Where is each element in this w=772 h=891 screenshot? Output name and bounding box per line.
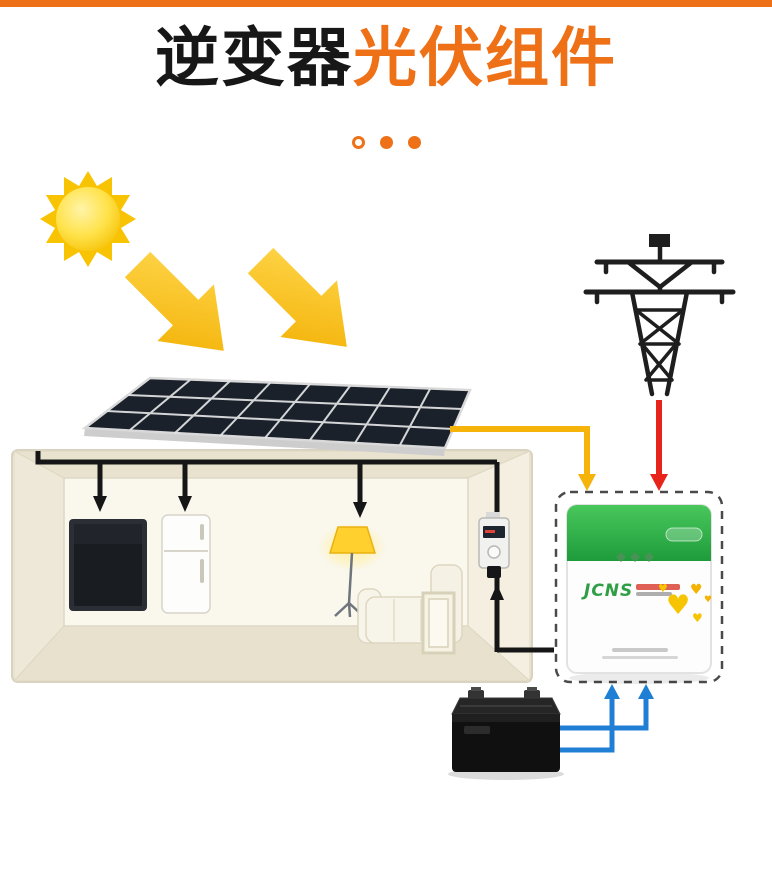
battery — [448, 687, 564, 780]
inverter-label-bar — [612, 648, 668, 652]
battery-front-face — [452, 714, 560, 772]
frame-inner — [428, 598, 449, 648]
tv-screen — [74, 524, 142, 606]
electric-meter — [478, 512, 510, 578]
tower-top-cap — [649, 234, 670, 247]
inverter-badge-pill — [665, 527, 703, 542]
heart-icon: ♥ — [690, 582, 703, 598]
yellow-arrowhead-icon — [578, 474, 596, 491]
top-accent-bar — [0, 0, 772, 7]
battery-wires-blue — [560, 684, 654, 753]
carousel-dot-3[interactable] — [407, 136, 421, 149]
power-tower-icon — [583, 234, 736, 397]
inverter-unit: JCNS ♥ ♥ ♥ ♥ ♥ — [566, 504, 712, 684]
red-arrowhead-icon — [650, 474, 668, 491]
carousel-dot-1[interactable] — [351, 136, 365, 149]
heart-icon: ♥ — [666, 590, 690, 621]
solar-panel-frame-edge — [84, 428, 445, 456]
battery-terminal-cap — [527, 687, 537, 691]
load-wire-arrowheads — [93, 496, 504, 600]
sunlight-arrow-right — [247, 247, 347, 347]
meter-junction — [487, 566, 501, 578]
fridge-handle-top — [200, 524, 204, 540]
inverter-shadow — [569, 672, 709, 684]
meter-mount-tab — [486, 512, 500, 520]
blue-arrowhead-icon — [638, 684, 654, 699]
tv — [69, 519, 147, 611]
inverter-diamond-vents — [616, 552, 654, 562]
logo-subtext-bar-gray — [636, 592, 672, 596]
tv-sheen — [74, 524, 142, 544]
heart-icon: ♥ — [704, 595, 712, 605]
solar-panel-cells — [81, 376, 472, 450]
inverter-label-bar — [602, 656, 678, 659]
meter-dial — [487, 545, 501, 559]
battery-front-strip — [452, 714, 560, 722]
sunlight-arrow-left — [124, 251, 224, 351]
title-orange: 光伏组件 — [353, 22, 617, 96]
inverter-dashed-outline — [554, 490, 724, 684]
inverter-green-panel — [567, 505, 711, 561]
blue-arrowhead-icon — [604, 684, 620, 699]
battery-terminal-cap — [471, 687, 481, 691]
meter-body — [478, 517, 510, 569]
meter-digits — [485, 530, 495, 533]
sun-icon — [40, 171, 136, 267]
pv-wire-yellow — [450, 426, 596, 491]
floor-lamp — [318, 523, 386, 618]
refrigerator — [161, 514, 211, 614]
fridge-handle-bottom — [200, 559, 204, 583]
title-black: 逆变器 — [155, 22, 353, 96]
inverter-brand: JCNS — [581, 581, 633, 601]
logo-subtext-bar-red — [636, 584, 680, 590]
battery-label — [464, 726, 490, 734]
sun-disc — [56, 187, 120, 251]
panel-grid-lines — [106, 379, 463, 446]
fridge-body — [161, 514, 211, 614]
carousel-dot-2[interactable] — [379, 136, 393, 149]
lamp-pole — [347, 552, 354, 604]
grid-wire-red — [650, 400, 668, 491]
mirror-frame — [421, 591, 456, 655]
solar-panel — [81, 376, 472, 456]
page-title: 逆变器光伏组件 — [0, 24, 772, 94]
heart-decor: ♥ ♥ ♥ ♥ ♥ — [658, 582, 712, 625]
heart-icon: ♥ — [658, 582, 668, 595]
carousel-dots — [0, 136, 772, 149]
tower-lattice — [634, 308, 685, 382]
lamp-shade — [328, 526, 377, 554]
heart-icon: ♥ — [692, 611, 703, 625]
